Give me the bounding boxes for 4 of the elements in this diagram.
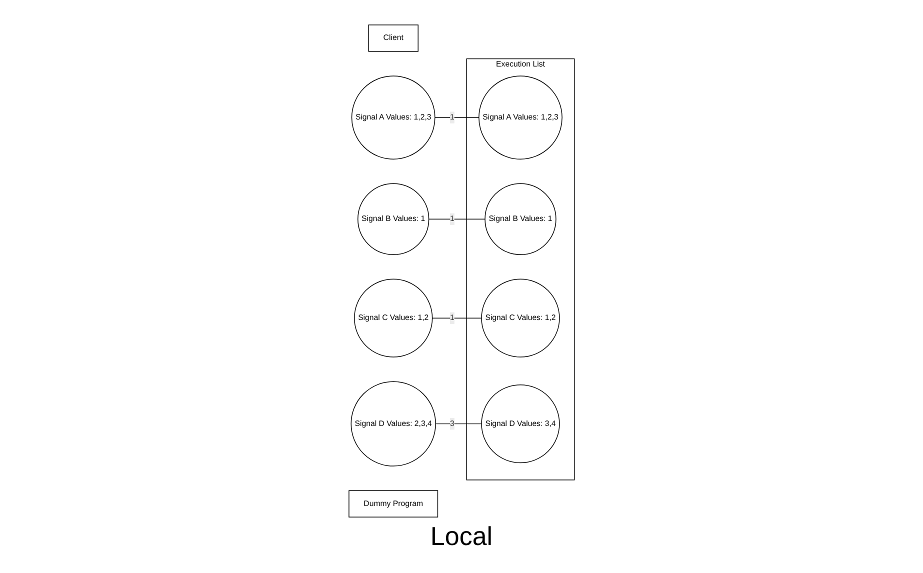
connector — [428, 218, 486, 220]
connector — [435, 423, 482, 424]
caption-text: Local — [430, 521, 493, 552]
connector — [434, 117, 480, 118]
